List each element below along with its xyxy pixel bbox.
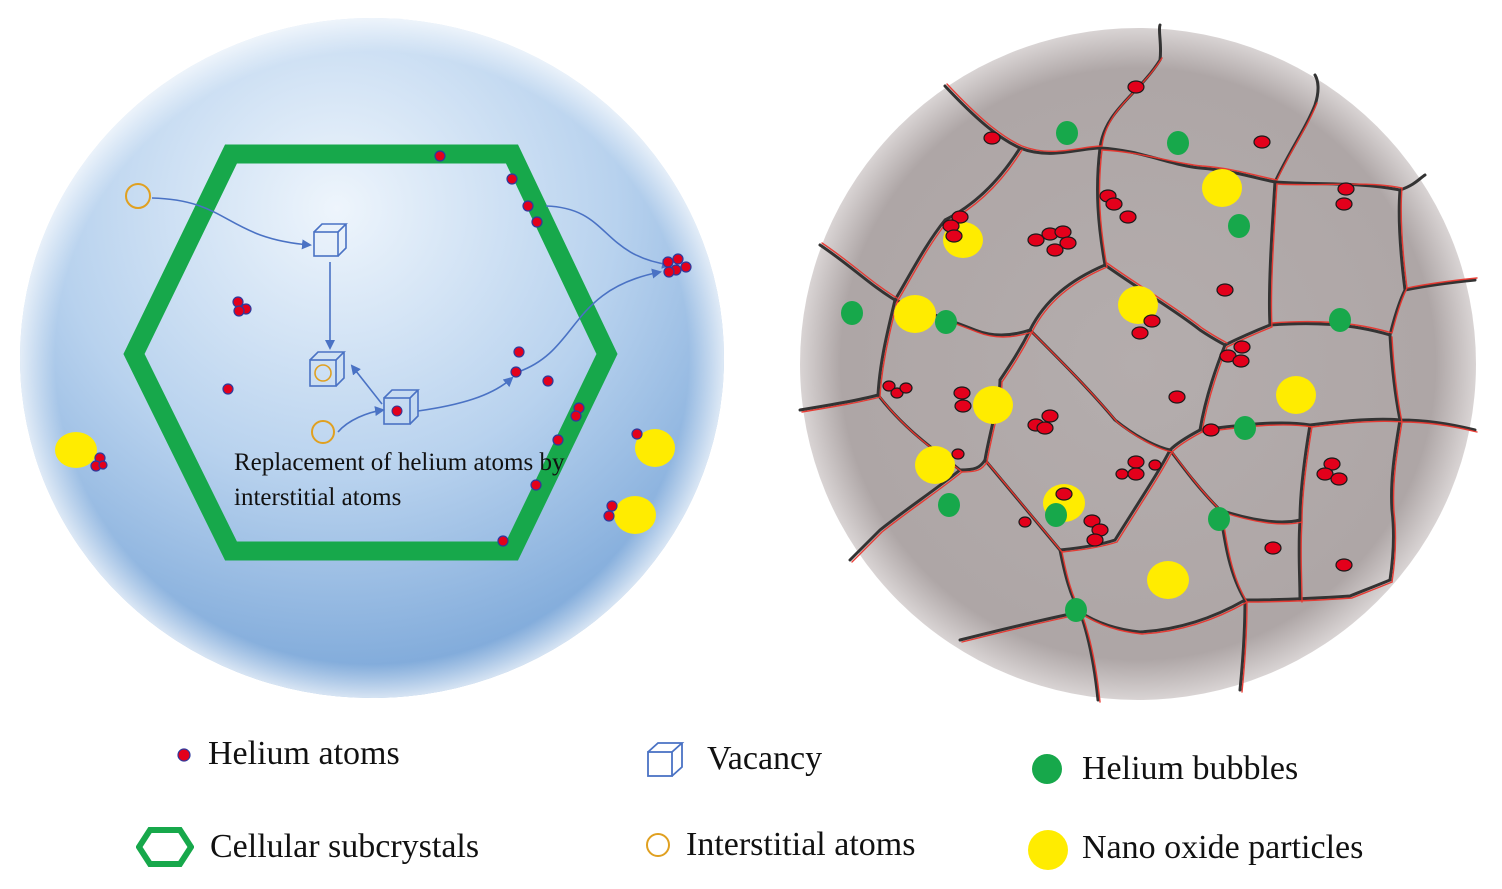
interstitial-atom: [311, 420, 335, 444]
orange-ring-icon: [644, 831, 672, 859]
vacancy-cube-2: [309, 351, 346, 387]
legend-interstitial-atoms: Interstitial atoms: [644, 828, 915, 862]
legend-label: Vacancy: [707, 740, 823, 777]
green-hexagon-icon: [135, 826, 195, 868]
nano-oxide-particle: [614, 496, 656, 534]
cube-icon: [645, 740, 685, 778]
green-dot-icon: [1030, 752, 1064, 786]
legend-label: Nano oxide particles: [1082, 829, 1364, 866]
legend-label: Interstitial atoms: [686, 826, 916, 863]
legend-helium-atoms: Helium atoms: [176, 737, 400, 771]
interstitial-atom: [125, 183, 151, 209]
vacancy-cube-1: [313, 223, 348, 257]
helium-atoms-right: [882, 80, 1355, 572]
right-sphere: [800, 28, 1476, 700]
helium-atoms-left: [90, 150, 692, 547]
legend-label: Cellular subcrystals: [210, 828, 480, 865]
annotation-line-2: interstitial atoms: [234, 484, 401, 511]
red-dot-icon: [176, 745, 194, 763]
nano-oxide-particle: [55, 432, 97, 468]
migration-arrows: [151, 197, 672, 433]
vacancy-cube-3: [383, 389, 420, 425]
legend-nano-oxide-particles: Nano oxide particles: [1026, 826, 1363, 870]
legend-cellular-subcrystals: Cellular subcrystals: [135, 826, 480, 868]
legend-label: Helium bubbles: [1082, 750, 1299, 787]
yellow-dot-icon: [1026, 826, 1070, 870]
right-sphere-panel: [798, 23, 1478, 703]
annotation-line-1: Replacement of helium atoms by: [234, 449, 565, 476]
helium-bubbles-right: [841, 121, 1351, 622]
nano-oxide-particle: [635, 429, 675, 467]
cellular-subcrystal-hexagon: [123, 144, 618, 561]
legend-vacancy: Vacancy: [645, 740, 822, 778]
nano-oxide-particles-right: [894, 169, 1316, 599]
legend-label: Helium atoms: [208, 735, 400, 772]
left-sphere-panel: Replacement of helium atoms by interstit…: [20, 18, 724, 698]
legend-helium-bubbles: Helium bubbles: [1030, 752, 1298, 786]
